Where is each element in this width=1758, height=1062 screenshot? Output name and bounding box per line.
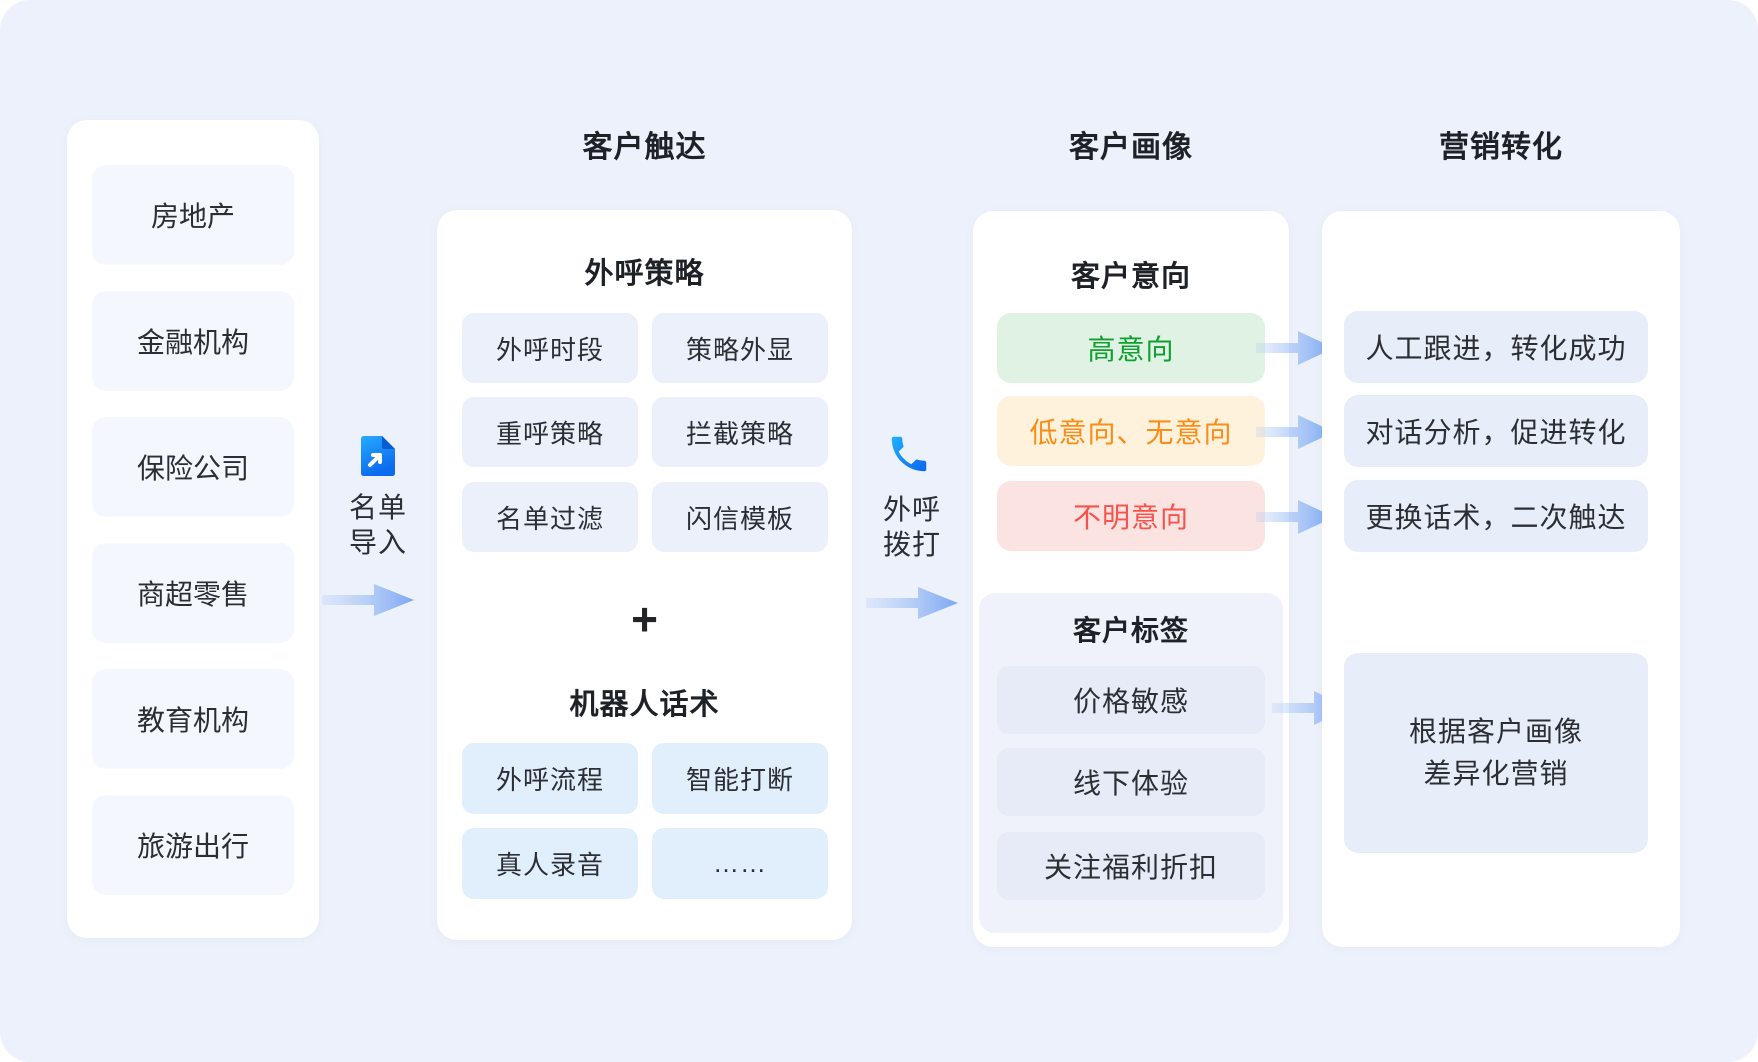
industry-item: 教育机构: [92, 669, 294, 769]
intent-header: 客户意向: [1070, 261, 1191, 293]
strategy-header: 外呼策略: [584, 258, 705, 290]
robot-item: ……: [652, 828, 828, 899]
import-label: 名单 导入: [319, 490, 437, 560]
robot-item: 外呼流程: [462, 743, 638, 814]
import-label-line2: 导入: [348, 527, 407, 558]
industry-item: 金融机构: [92, 291, 294, 391]
strategy-item: 外呼时段: [462, 313, 638, 383]
tag-item: 线下体验: [997, 748, 1265, 816]
conversion-summary-line2: 差异化营销: [1423, 758, 1569, 789]
reach-column-title: 客户触达: [582, 131, 707, 164]
tag-item: 价格敏感: [997, 666, 1265, 734]
phone-icon: [886, 431, 932, 477]
conversion-item: 更换话术，二次触达: [1344, 480, 1648, 552]
conversion-summary-line1: 根据客户画像: [1408, 716, 1583, 747]
robot-script-header: 机器人话术: [569, 689, 720, 721]
strategy-item: 重呼策略: [462, 397, 638, 467]
industry-item: 保险公司: [92, 417, 294, 517]
intent-badge: 低意向、无意向: [997, 396, 1265, 466]
robot-item: 智能打断: [652, 743, 828, 814]
reach-card: 外呼策略 外呼时段 策略外显 重呼策略 拦截策略 名单过滤 闪信模板 + 机器人…: [437, 210, 852, 940]
dial-label-line2: 拨打: [882, 529, 941, 560]
strategy-item: 闪信模板: [652, 482, 828, 552]
intent-badge: 不明意向: [997, 481, 1265, 551]
strategy-item: 拦截策略: [652, 397, 828, 467]
intent-badge: 高意向: [997, 313, 1265, 383]
conversion-item: 对话分析，促进转化: [1344, 395, 1648, 467]
conversion-item: 人工跟进，转化成功: [1344, 311, 1648, 383]
strategy-item: 名单过滤: [462, 482, 638, 552]
tags-header: 客户标签: [1072, 615, 1189, 646]
industries-card: 房地产 金融机构 保险公司 商超零售 教育机构 旅游出行: [67, 120, 319, 938]
strategy-item: 策略外显: [652, 313, 828, 383]
profile-card: 客户意向 高意向 低意向、无意向 不明意向 客户标签 价格敏感 线下体验 关注福…: [973, 211, 1289, 947]
document-import-icon: [355, 433, 401, 479]
conversion-column-title: 营销转化: [1439, 131, 1563, 164]
profile-column-title: 客户画像: [1069, 131, 1193, 164]
dial-label: 外呼 拨打: [853, 492, 971, 562]
tags-panel: 客户标签 价格敏感 线下体验 关注福利折扣: [979, 593, 1283, 933]
import-label-line1: 名单: [348, 492, 407, 523]
industry-item: 商超零售: [92, 543, 294, 643]
conversion-card: 人工跟进，转化成功 对话分析，促进转化 更换话术，二次触达 根据客户画像 差异化…: [1322, 211, 1680, 947]
tag-item: 关注福利折扣: [997, 832, 1265, 900]
plus-sign: +: [631, 593, 658, 645]
industry-item: 旅游出行: [92, 795, 294, 895]
robot-item: 真人录音: [462, 828, 638, 899]
industry-item: 房地产: [92, 165, 294, 265]
conversion-summary: 根据客户画像 差异化营销: [1344, 653, 1648, 853]
dial-label-line1: 外呼: [882, 494, 941, 525]
dial-arrow-icon: [866, 587, 958, 619]
import-arrow-icon: [322, 584, 414, 616]
